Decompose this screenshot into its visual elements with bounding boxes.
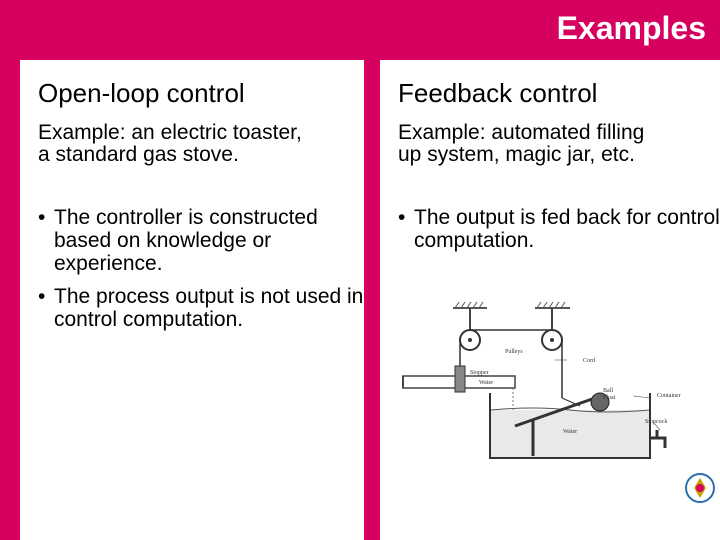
open-loop-heading: Open-loop control [38, 78, 245, 108]
open-loop-example-line2: a standard gas stove. [38, 143, 239, 166]
feedback-heading: Feedback control [398, 78, 598, 108]
stopper [454, 365, 466, 393]
feedback-example-line2: up system, magic jar, etc. [398, 143, 635, 166]
label-ball-2: Float [603, 395, 616, 401]
feedback-example: Example: automated filling up system, ma… [398, 122, 644, 166]
bullet-dot-icon: • [38, 206, 46, 229]
open-loop-panel: Open-loop control Example: an electric t… [20, 60, 364, 540]
footer-course: Feedback Control System [468, 518, 653, 535]
bullet-text: The process output is not used in contro… [54, 285, 364, 331]
slide-title: Examples [556, 10, 706, 46]
label-water-bottom: Water [563, 429, 577, 435]
bullet-dot-icon: • [398, 206, 406, 229]
open-loop-example: Example: an electric toaster, a standard… [38, 122, 302, 166]
bullet-text: The output is fed back for control compu… [414, 206, 720, 252]
open-loop-example-line1: Example: an electric toaster, [38, 121, 302, 144]
bullet-item: • The process output is not used in contr… [34, 285, 364, 331]
label-container: Container [657, 393, 681, 399]
container [489, 393, 651, 459]
footer-page-number: 1/9 [695, 520, 716, 537]
label-stopcock: Stopcock [645, 419, 667, 425]
university-logo [682, 470, 718, 506]
feedback-panel: Feedback control Example: automated fill… [380, 60, 720, 540]
label-ball-1: Ball [603, 388, 613, 394]
ceiling-mount [453, 301, 570, 309]
label-stopper: Stopper [470, 370, 489, 376]
footer-author: Erwin Sitompul [22, 518, 132, 535]
bullet-dot-icon: • [38, 285, 46, 308]
ball-float [590, 392, 610, 412]
stopcock [650, 430, 667, 448]
bullet-text: The controller is constructed based on k… [54, 206, 318, 275]
label-water-top: Water [479, 380, 493, 386]
bullet-item: • The output is fed back for control comp… [394, 206, 720, 252]
feedback-example-line1: Example: automated filling [398, 121, 645, 144]
bullet-item: • The controller is constructed based on … [34, 206, 364, 275]
open-loop-bullets: • The controller is constructed based on … [34, 206, 364, 341]
feedback-bullets: • The output is fed back for control comp… [394, 206, 720, 262]
water-tank-diagram: Pulleys Cord Stopper Water Ball Float Co… [402, 301, 681, 459]
label-cord: Cord [583, 358, 595, 364]
label-pulleys: Pulleys [505, 349, 523, 355]
